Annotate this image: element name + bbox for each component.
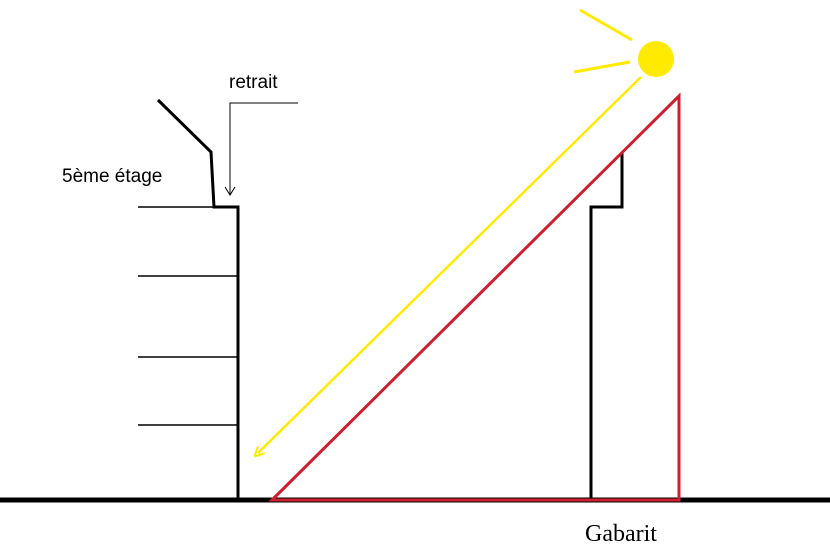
sun-beam-1 <box>579 8 633 42</box>
right-building-outline <box>589 152 624 500</box>
gabarit-triangle <box>268 92 681 502</box>
arrow-down-icon <box>224 186 236 196</box>
sun-icon <box>573 8 674 77</box>
label-gabarit: Gabarit <box>585 521 657 547</box>
floor-lines <box>138 206 238 426</box>
left-building-outline <box>156 98 240 500</box>
retrait-leader-line <box>229 102 298 194</box>
label-retrait: retrait <box>229 72 278 93</box>
label-5eme-etage: 5ème étage <box>62 166 162 187</box>
sun-disc <box>638 41 674 77</box>
retrait-pointer <box>224 102 298 196</box>
sun-ray-arrow-icon <box>258 76 642 453</box>
sun-beam-2 <box>573 60 631 74</box>
